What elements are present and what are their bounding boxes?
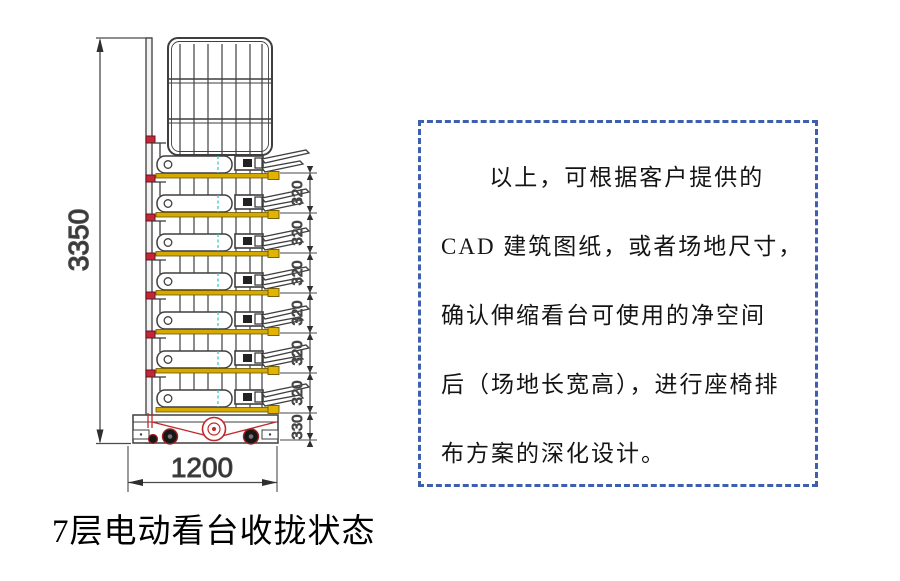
structure-columns bbox=[179, 44, 263, 410]
seat-layer bbox=[145, 213, 310, 259]
base-width-label: 1200 bbox=[171, 452, 233, 483]
bleacher-technical-drawing: 3350 bbox=[62, 37, 317, 492]
base-height-label: 330 bbox=[289, 414, 306, 439]
guardrail bbox=[167, 37, 273, 156]
layer-height-label: 320 bbox=[289, 180, 306, 205]
seat-layer bbox=[145, 291, 310, 337]
seat-layer bbox=[145, 174, 310, 220]
seat-layer bbox=[145, 252, 310, 298]
seat-layer bbox=[145, 330, 310, 376]
height-dimension: 3350 bbox=[62, 37, 152, 445]
base-assembly bbox=[132, 413, 279, 445]
layer-height-label: 320 bbox=[289, 300, 306, 325]
width-dimension: 1200 bbox=[127, 446, 278, 492]
seat-layers bbox=[145, 135, 310, 415]
note-line: 以上，可根据客户提供的 bbox=[489, 165, 765, 190]
note-line: 布方案的深化设计。 bbox=[441, 441, 666, 466]
layer-height-label: 320 bbox=[289, 340, 306, 365]
layer-height-label: 320 bbox=[289, 220, 306, 245]
total-height-label: 3350 bbox=[63, 209, 94, 271]
note-box: 以上，可根据客户提供的 CAD 建筑图纸，或者场地尺寸， 确认伸缩看台可使用的净… bbox=[418, 120, 818, 487]
layer-height-label: 320 bbox=[289, 380, 306, 405]
note-line: 确认伸缩看台可使用的净空间 bbox=[441, 303, 766, 328]
note-line: CAD 建筑图纸，或者场地尺寸， bbox=[441, 234, 804, 259]
layer-dimension-chain: 320 320 320 320 320 320 330 bbox=[280, 165, 317, 448]
back-panel bbox=[145, 37, 153, 444]
seat-layer bbox=[145, 369, 310, 415]
note-line: 后（场地长宽高），进行座椅排 bbox=[441, 372, 780, 397]
layer-height-label: 320 bbox=[289, 260, 306, 285]
drawing-caption: 7层电动看台收拢状态 bbox=[52, 514, 376, 550]
